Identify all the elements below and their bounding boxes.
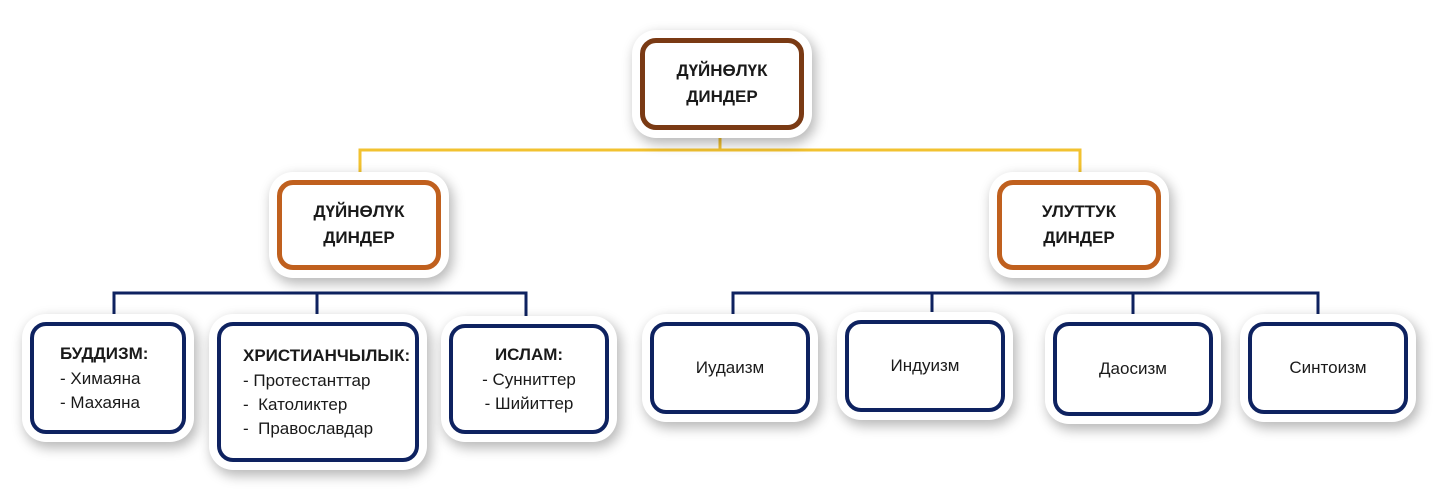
buddhism-node: БУДДИЗМ: - Химаяна - Махаяна — [30, 322, 186, 434]
islam-item-1: - Сунниттер — [482, 370, 576, 389]
world-group-line1: ДҮЙНӨЛҮК — [313, 202, 405, 221]
national-religions-node: УЛУТТУК ДИНДЕР — [997, 180, 1161, 270]
hinduism-node: Индуизм — [845, 320, 1005, 412]
judaism-node: Иудаизм — [650, 322, 810, 414]
buddhism-title: БУДДИЗМ: — [60, 344, 149, 363]
root-title-line2: ДИНДЕР — [686, 87, 758, 106]
islam-item-2: - Шийиттер — [484, 394, 574, 413]
taoism-node: Даосизм — [1053, 322, 1213, 416]
christianity-title: ХРИСТИАНЧЫЛЫК: — [243, 346, 411, 365]
christianity-item-3: - Православдар — [243, 419, 374, 438]
shinto-label: Синтоизм — [1289, 358, 1367, 377]
root-node: ДҮЙНӨЛҮК ДИНДЕР — [640, 38, 804, 130]
root-title-line1: ДҮЙНӨЛҮК — [676, 61, 768, 80]
islam-title: ИСЛАМ: — [494, 345, 564, 364]
hinduism-label: Индуизм — [890, 356, 960, 375]
world-group-line2: ДИНДЕР — [323, 228, 395, 247]
christianity-item-1: - Протестанттар — [243, 371, 371, 390]
world-religions-node: ДҮЙНӨЛҮК ДИНДЕР — [277, 180, 441, 270]
connector-root-to-groups — [358, 148, 1082, 176]
connector-world-bracket — [112, 291, 528, 318]
taoism-label: Даосизм — [1099, 359, 1167, 378]
national-group-line1: УЛУТТУК — [1041, 202, 1117, 221]
buddhism-item-1: - Химаяна — [60, 369, 141, 388]
christianity-node: ХРИСТИАНЧЫЛЫК: - Протестанттар - Католик… — [217, 322, 419, 462]
judaism-label: Иудаизм — [695, 358, 765, 377]
national-group-line2: ДИНДЕР — [1043, 228, 1115, 247]
shinto-node: Синтоизм — [1248, 322, 1408, 414]
christianity-item-2: - Католиктер — [243, 395, 348, 414]
connector-national-bracket — [731, 291, 1320, 318]
buddhism-item-2: - Махаяна — [60, 393, 141, 412]
islam-node: ИСЛАМ: - Сунниттер - Шийиттер — [449, 324, 609, 434]
